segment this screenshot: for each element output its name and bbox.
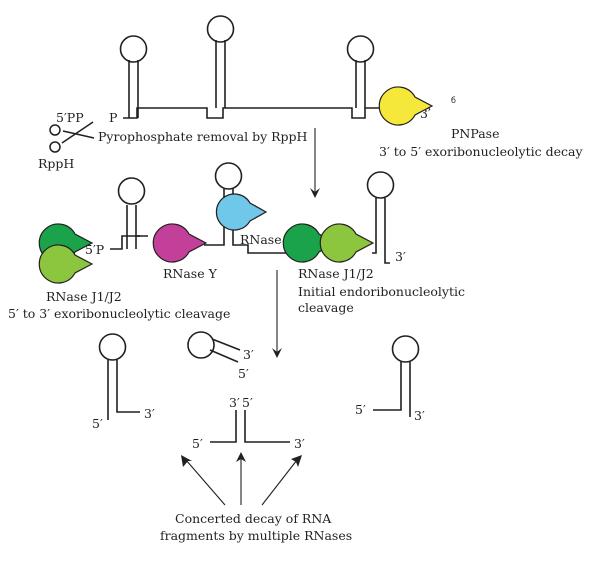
pnpase-eye-icon: б [451, 96, 456, 105]
label-initial-cleavage-1: Initial endoribonucleolytic [298, 284, 465, 299]
label-frag-left-5: 5′ [92, 416, 103, 431]
segment-left [110, 235, 148, 250]
label-pnpase-activity: 3′ to 5′ exoribonucleolytic decay [379, 144, 583, 159]
label-frag-right-3: 3′ [414, 408, 425, 423]
label-frag-loop-5: 5′ [238, 366, 249, 381]
label-frag-center-3: 3′ [229, 395, 240, 410]
transcript-backbone [123, 107, 430, 119]
label-frag-center-5: 5′ [242, 395, 253, 410]
scissors-icon [49, 121, 95, 153]
loop-3 [346, 35, 375, 63]
rnase-j-dark-mid-icon [282, 223, 338, 263]
label-rnase-j-mid: RNase J1/J2 [298, 266, 374, 281]
transcript-full [119, 15, 430, 119]
label-concerted-1: Concerted decay of RNA [175, 511, 332, 526]
loop-right [366, 171, 395, 199]
label-pyrophosphate-removal: Pyrophosphate removal by RppH [98, 129, 308, 144]
stem-loop-2 [215, 40, 226, 108]
label-3prime-mid: 3′ [395, 249, 406, 264]
label-3prime-top: 3′ [420, 106, 431, 121]
arrow-step1-to-step2 [310, 128, 320, 198]
label-rnase-y: RNase Y [163, 266, 218, 281]
label-5p: 5′P [85, 242, 104, 257]
label-p: P [109, 110, 117, 125]
label-rnase-j-left: RNase J1/J2 [46, 289, 122, 304]
rnase-iii-icon [215, 193, 268, 231]
label-initial-cleavage-2: cleavage [298, 300, 354, 315]
loop-left [117, 177, 146, 205]
label-rpph: RppH [38, 156, 74, 171]
label-pnpase: PNPase [451, 126, 499, 141]
rnase-j-light-left-icon [38, 244, 94, 284]
arrow-step2-to-step3 [272, 270, 282, 358]
rnase-j-light-mid-icon [319, 223, 375, 263]
label-frag-loop-3: 3′ [243, 347, 254, 362]
label-frag-left-3: 3′ [144, 406, 155, 421]
label-5pp: 5′PP [56, 110, 84, 125]
label-frag-center-right-3: 3′ [294, 436, 305, 451]
fragment-right [373, 335, 420, 417]
pnpase-enzyme-icon [378, 86, 434, 126]
label-frag-center-left-5: 5′ [192, 436, 203, 451]
loop-2 [206, 15, 235, 43]
stem-loop-left [126, 205, 137, 249]
label-rnase-j-activity: 5′ to 3′ exoribonucleolytic cleavage [8, 306, 230, 321]
rnase-y-icon [152, 223, 208, 263]
loop-1 [119, 35, 148, 63]
stem-loop-3 [355, 60, 366, 108]
arrows-concerted-decay [181, 452, 302, 506]
fragment-loop [187, 331, 241, 363]
stem-loop-1 [128, 60, 139, 118]
segment-right [372, 198, 390, 264]
label-concerted-2: fragments by multiple RNases [160, 528, 352, 543]
loop-middle [214, 162, 243, 190]
fragment-left [98, 333, 140, 420]
label-frag-right-5: 5′ [355, 402, 366, 417]
fragment-center [210, 410, 290, 443]
